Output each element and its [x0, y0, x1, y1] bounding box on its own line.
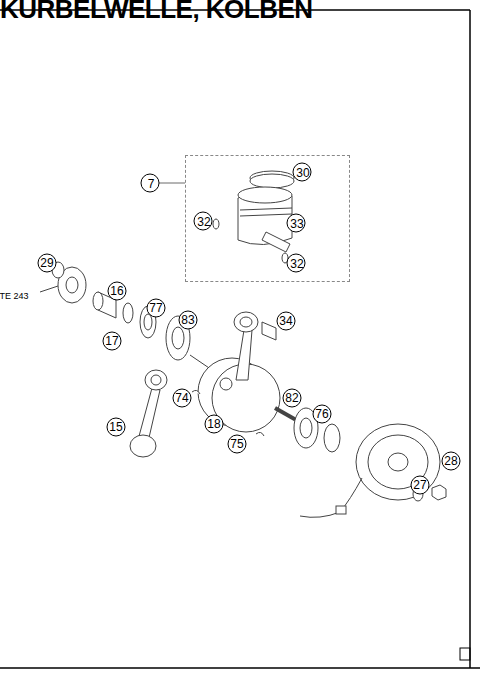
callout-number: 34 — [279, 315, 292, 327]
callout-number: 83 — [181, 314, 194, 326]
callout-number: 74 — [175, 392, 188, 404]
callout-circle — [277, 312, 295, 330]
callout-number: 7 — [148, 178, 155, 190]
callout-circle — [194, 212, 212, 230]
callout-circle — [313, 405, 331, 423]
callout-number: 33 — [290, 218, 303, 230]
callout-number: 16 — [110, 285, 123, 297]
callout-circle — [103, 332, 121, 350]
callout-circle — [173, 389, 191, 407]
callout-circle — [287, 254, 305, 272]
callout-circle — [205, 415, 223, 433]
callout-circle — [179, 311, 197, 329]
part-group-box: 730323332 — [185, 155, 350, 282]
callout-number: 18 — [207, 418, 220, 430]
torque-note: TE 243 — [0, 292, 30, 301]
callout-number: 17 — [105, 335, 118, 347]
callout-number: 27 — [413, 479, 426, 491]
callout-circle — [38, 254, 56, 272]
callout-circle — [293, 163, 311, 181]
callout-circle — [107, 418, 125, 436]
callout-number: 28 — [444, 455, 457, 467]
callout-number: 32 — [290, 258, 303, 270]
callout-circle — [411, 476, 429, 494]
callout-number: 29 — [40, 257, 53, 269]
callout-circle — [141, 174, 159, 192]
callout-circle — [442, 452, 460, 470]
callout-circle — [228, 435, 246, 453]
callout-number: 76 — [315, 408, 328, 420]
callout-circle — [283, 389, 301, 407]
callout-number: 32 — [197, 216, 210, 228]
callout-number: 82 — [285, 392, 298, 404]
page-title: KURBELWELLE, KOLBEN — [0, 0, 313, 25]
callout-circle — [147, 299, 165, 317]
callout-number: 30 — [296, 167, 309, 179]
callout-number: 75 — [230, 438, 243, 450]
callout-number: 77 — [149, 302, 162, 314]
callout-number: 15 — [109, 421, 122, 433]
callout-circle — [108, 282, 126, 300]
callout-circle — [287, 214, 305, 232]
